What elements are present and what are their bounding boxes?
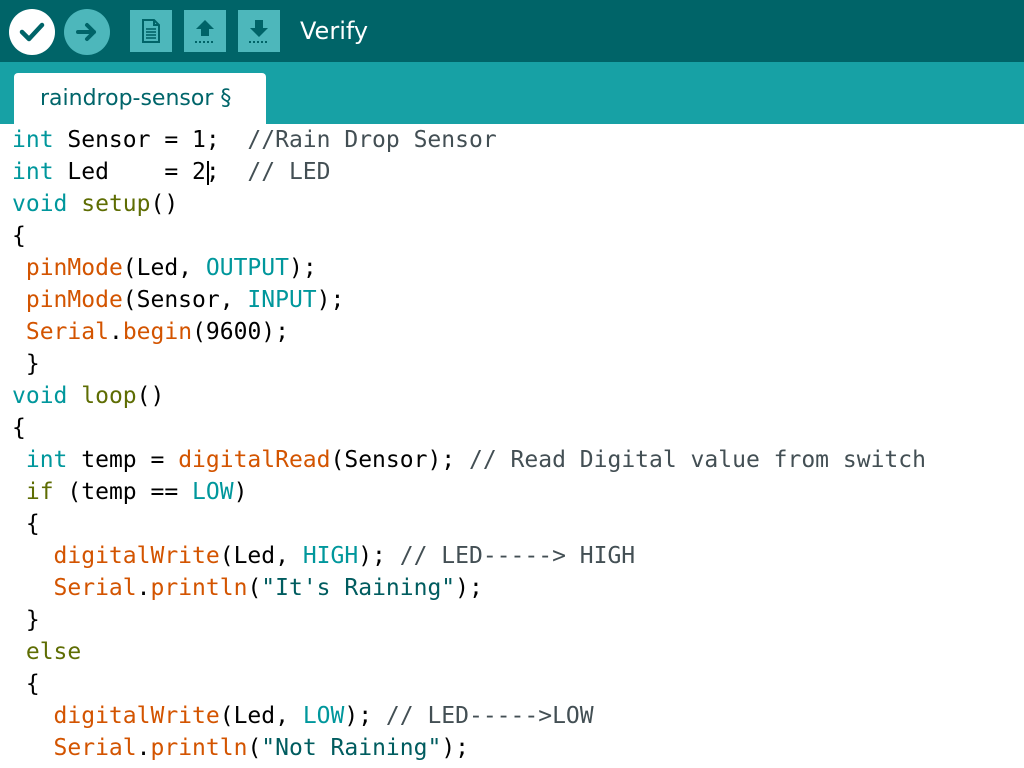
tab-raindrop-sensor[interactable]: raindrop-sensor § (14, 73, 266, 124)
code-editor[interactable]: int Sensor = 1; //Rain Drop Sensor int L… (0, 124, 1024, 768)
code-line: void loop() (12, 383, 165, 409)
code-line: { (12, 671, 40, 697)
open-arrow-up-icon (195, 20, 215, 43)
tab-label: raindrop-sensor § (40, 86, 232, 111)
code-line: } (12, 351, 40, 377)
save-arrow-down-icon (249, 20, 269, 43)
tab-strip: raindrop-sensor § (0, 62, 1024, 124)
code-line: digitalWrite(Led, HIGH); // LED-----> HI… (53, 543, 636, 569)
code-line: Serial.println("It's Raining"); (53, 575, 483, 601)
code-line: else (25, 639, 82, 665)
code-line: int temp = digitalRead(Sensor); // Read … (25, 447, 926, 473)
open-button[interactable] (184, 10, 226, 52)
code-line: { (12, 223, 26, 249)
code-line: pinMode(Sensor, INPUT); (25, 287, 345, 313)
code-line: int Sensor = 1; //Rain Drop Sensor (12, 127, 497, 153)
code-line: void setup() (12, 191, 179, 217)
code-line: if (temp == LOW) (25, 479, 248, 505)
new-file-icon (142, 19, 160, 43)
toolbar: Verify (0, 0, 1024, 62)
save-button[interactable] (238, 10, 280, 52)
code-line: } (12, 607, 40, 633)
code-line: pinMode(Led, OUTPUT); (25, 255, 317, 281)
code-line: digitalWrite(Led, LOW); // LED----->LOW (53, 703, 594, 729)
code-line: Serial.begin(9600); (25, 319, 289, 345)
arrow-right-icon (76, 23, 96, 41)
code-line: Serial.println("Not Raining"); (53, 735, 470, 761)
code-line: { (12, 415, 26, 441)
new-sketch-button[interactable] (130, 10, 172, 52)
code-line: int Led = 2; // LED (12, 159, 331, 185)
upload-button[interactable] (64, 9, 110, 55)
toolbar-hover-label: Verify (300, 17, 369, 45)
verify-button[interactable] (9, 9, 55, 55)
text-caret (206, 160, 209, 185)
code-line: { (12, 511, 40, 537)
check-icon (19, 22, 45, 42)
